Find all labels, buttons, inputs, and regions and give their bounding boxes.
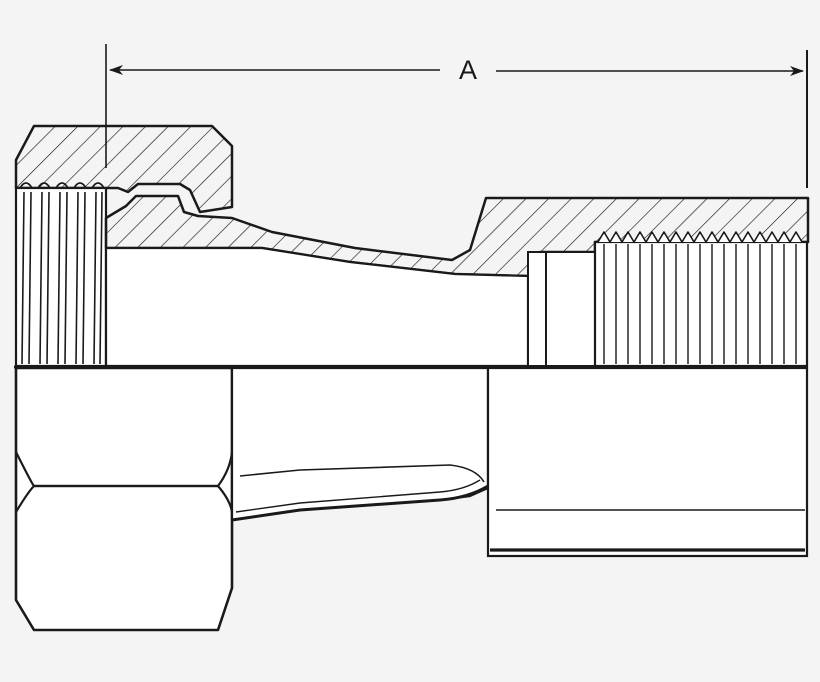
tube-exterior [230,366,490,522]
tube-bottom-edge-outer [231,484,489,522]
nut-internal-thread [14,182,108,368]
tube-highlight-line [239,464,485,483]
nut-thread-lines [21,191,103,365]
tube-bottom-edge-inner [235,479,481,513]
nut-thread-crests [19,182,105,189]
dimension-a [105,44,808,188]
tube-outline [230,366,490,522]
female-thread-lines [603,244,797,364]
female-thread-crests [597,231,803,243]
female-internal-thread [593,231,809,368]
swivel-nut-section [14,124,234,214]
female-thread-zone [593,240,809,368]
dimension-label: A [459,55,477,85]
hex-nut-outline [14,366,234,632]
female-end-body [486,366,809,558]
female-end-outline [486,366,809,558]
hex-nut [14,366,234,632]
counterbore-step [527,251,596,367]
external-view-lower [14,366,809,632]
